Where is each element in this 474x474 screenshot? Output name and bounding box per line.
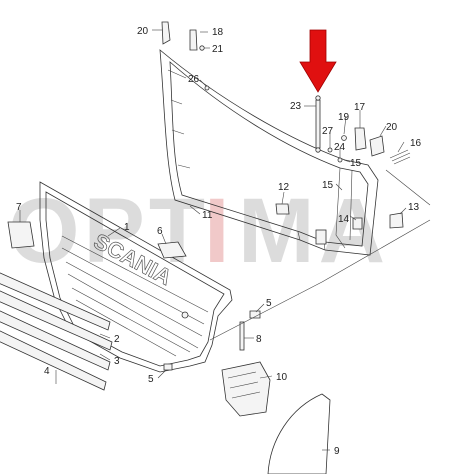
callout-5-lower: 5	[148, 374, 154, 385]
callout-1: 1	[124, 222, 130, 233]
callout-13: 13	[408, 202, 420, 213]
front-frame-part	[159, 49, 379, 256]
lamp-panel-part	[267, 393, 331, 474]
callout-20-top: 20	[137, 26, 149, 37]
callout-20-right: 20	[386, 122, 398, 133]
callout-18: 18	[212, 27, 224, 38]
callout-9: 9	[334, 446, 340, 457]
callout-14: 14	[338, 214, 350, 225]
callout-15-upper: 15	[350, 158, 362, 169]
callout-27: 27	[322, 126, 334, 137]
callout-12: 12	[278, 182, 290, 193]
callout-26: 26	[188, 74, 200, 85]
callout-17: 17	[354, 102, 366, 113]
leader-lines	[19, 29, 431, 451]
watermark: OPT I MA	[8, 180, 389, 282]
callout-4: 4	[44, 366, 50, 377]
watermark-text-accent: I	[204, 180, 234, 282]
highlight-arrow-icon	[299, 29, 337, 93]
callout-16: 16	[410, 138, 422, 149]
watermark-text-right: MA	[238, 180, 389, 282]
callout-11: 11	[202, 210, 213, 221]
callout-labels: 20 18 21 26 23 19 17 27 24 20 16 15 12 1…	[16, 26, 422, 457]
lower-housing-part	[221, 361, 271, 417]
emblem-part	[157, 241, 187, 259]
callout-15-lower: 15	[322, 180, 334, 191]
callout-3: 3	[114, 356, 120, 367]
callout-19: 19	[338, 112, 350, 123]
callout-7: 7	[16, 202, 22, 213]
hinge-parts	[275, 203, 404, 230]
callout-21: 21	[212, 44, 224, 55]
top-bracket-parts	[161, 21, 210, 91]
right-side-parts	[315, 95, 411, 165]
watermark-text-left: OPT	[8, 180, 209, 282]
callout-24: 24	[334, 142, 346, 153]
trim-strips	[0, 272, 113, 391]
side-cover-part	[7, 221, 35, 249]
fixing-parts	[163, 310, 261, 371]
callout-6: 6	[157, 226, 163, 237]
callout-10: 10	[276, 372, 288, 383]
callout-8: 8	[256, 334, 262, 345]
callout-23: 23	[290, 101, 302, 112]
callout-2: 2	[114, 334, 120, 345]
callout-5-upper: 5	[266, 298, 272, 309]
